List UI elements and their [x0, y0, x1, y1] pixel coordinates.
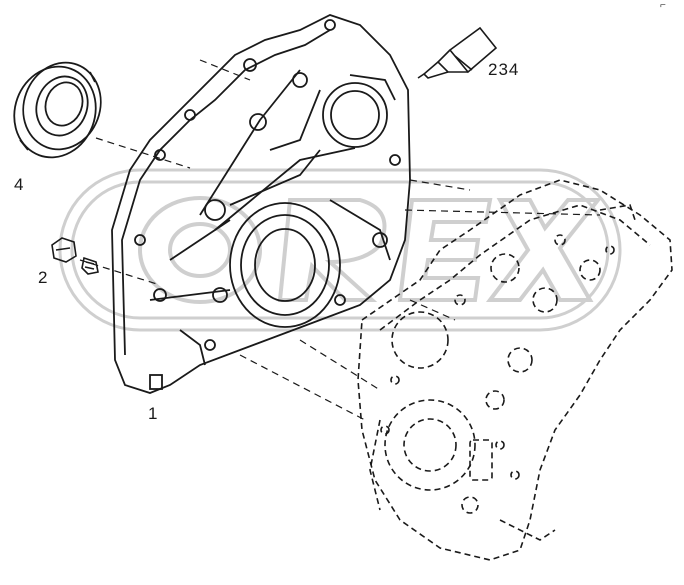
callout-part-2: 2 [38, 268, 49, 287]
sealant-tube-part-234 [417, 26, 498, 79]
watermark-logo [58, 168, 622, 332]
timing-cover-part-1 [111, 14, 411, 394]
oil-seal-part-4 [13, 61, 102, 159]
plug-bolt-part-2 [51, 237, 99, 275]
corner-mark: ⌐ [660, 0, 666, 11]
callout-part-1: 1 [148, 404, 159, 423]
callout-part-4: 4 [14, 175, 25, 194]
watermark-letters [138, 196, 603, 304]
callout-part-234: 234 [488, 60, 520, 79]
engine-block-outline [357, 179, 673, 561]
